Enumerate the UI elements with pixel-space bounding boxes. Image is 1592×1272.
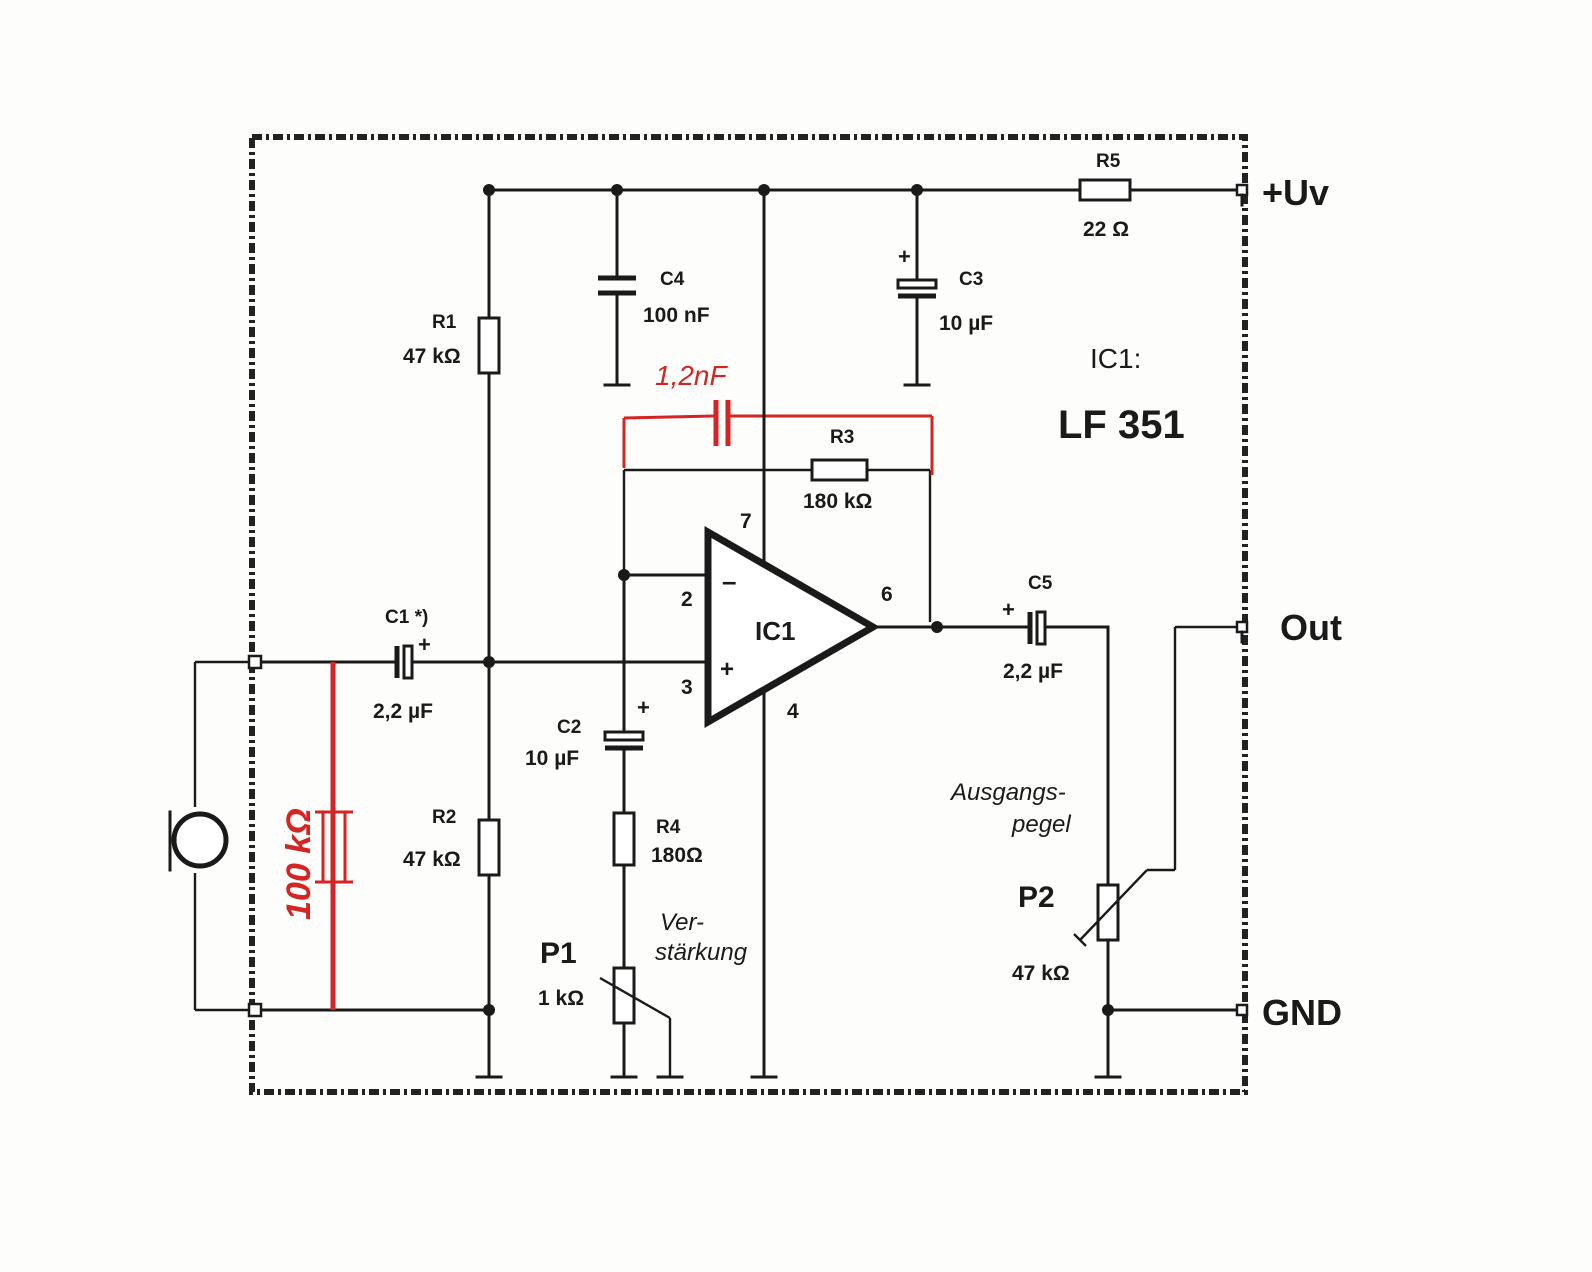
ic-title: IC1:: [1090, 343, 1141, 374]
r4-label: R4: [656, 817, 681, 838]
r1-label: R1: [432, 312, 457, 333]
r2-value: 47 kΩ: [403, 848, 461, 871]
ic-type: LF 351: [1058, 403, 1185, 447]
c4-capacitor: C4 100 nF: [598, 188, 710, 387]
pin-7: 7: [740, 510, 752, 533]
added-capacitor-value: 1,2nF: [655, 360, 728, 391]
c3-label: C3: [959, 269, 983, 290]
r4-resistor: R4 180Ω: [612, 811, 703, 970]
c1-capacitor: + C1 *) 2,2 µF: [373, 607, 433, 723]
r3-value: 180 kΩ: [803, 490, 872, 513]
c5-label: C5: [1028, 573, 1053, 594]
c2-value: 10 µF: [525, 747, 579, 770]
pin-3: 3: [681, 676, 693, 699]
gnd-terminal-label: GND: [1262, 992, 1342, 1033]
c4-label: C4: [660, 269, 685, 290]
r2-label: R2: [432, 807, 456, 828]
op-amp-supply: [750, 188, 778, 1079]
ic-label: IC1: [755, 616, 795, 646]
c1-label: C1 *): [385, 607, 428, 628]
r4-value: 180Ω: [651, 844, 703, 867]
board-outline: [249, 134, 1248, 1095]
p1-potentiometer: P1 1 kΩ Ver- stärkung: [538, 909, 748, 1079]
c2-label: C2: [557, 717, 581, 738]
c4-value: 100 nF: [643, 304, 710, 327]
p2-label: P2: [1018, 881, 1055, 914]
r5-value: 22 Ω: [1083, 218, 1129, 241]
svg-text:+: +: [898, 244, 911, 269]
output-wiring: + C5 2,2 µF: [871, 573, 1110, 887]
c2-capacitor: + C2 10 µF: [525, 695, 650, 815]
p1-function-1: Ver-: [660, 909, 704, 936]
p1-label: P1: [540, 937, 577, 970]
c3-value: 10 µF: [939, 312, 993, 335]
added-resistor: 100 kΩ: [280, 662, 353, 1010]
pin-6: 6: [881, 583, 893, 606]
inverting-input-wiring: [618, 569, 710, 734]
svg-text:+: +: [720, 656, 734, 683]
added-capacitor: 1,2nF: [622, 360, 934, 475]
svg-text:+: +: [1002, 597, 1015, 622]
gnd-terminal: GND: [1235, 992, 1342, 1033]
p2-function-1: Ausgangs-: [949, 779, 1066, 806]
supply-rail: [483, 184, 1244, 196]
supply-terminal: +Uv: [1235, 172, 1329, 213]
c5-value: 2,2 µF: [1003, 660, 1063, 683]
p2-potentiometer: P2 47 kΩ Ausgangs- pegel: [949, 625, 1244, 1079]
r1-resistor: R1 47 kΩ: [403, 188, 501, 657]
input-wiring: [193, 654, 710, 1018]
r5-resistor: R5 22 Ω: [1078, 151, 1132, 241]
op-amp: – + IC1 2 3 7 4 6: [681, 510, 893, 729]
svg-text:+: +: [637, 695, 650, 720]
c3-capacitor: + C3 10 µF: [896, 188, 993, 387]
out-terminal-label: Out: [1280, 607, 1342, 648]
svg-text:–: –: [722, 566, 736, 596]
p2-value: 47 kΩ: [1012, 962, 1070, 985]
out-terminal: Out: [1235, 607, 1342, 648]
added-resistor-value: 100 kΩ: [280, 808, 318, 920]
feedback-network: R3 180 kΩ: [622, 427, 932, 622]
p2-function-2: pegel: [1011, 811, 1071, 838]
r5-label: R5: [1096, 151, 1121, 172]
r2-resistor: R2 47 kΩ: [403, 660, 503, 1079]
c1-value: 2,2 µF: [373, 700, 433, 723]
pin-4: 4: [787, 700, 799, 723]
r3-label: R3: [830, 427, 854, 448]
pin-2: 2: [681, 588, 693, 611]
supply-terminal-label: +Uv: [1262, 172, 1329, 213]
microphone-icon: [168, 810, 229, 872]
p1-value: 1 kΩ: [538, 987, 584, 1010]
svg-text:+: +: [418, 632, 431, 657]
p1-function-2: stärkung: [655, 939, 748, 966]
r1-value: 47 kΩ: [403, 345, 461, 368]
